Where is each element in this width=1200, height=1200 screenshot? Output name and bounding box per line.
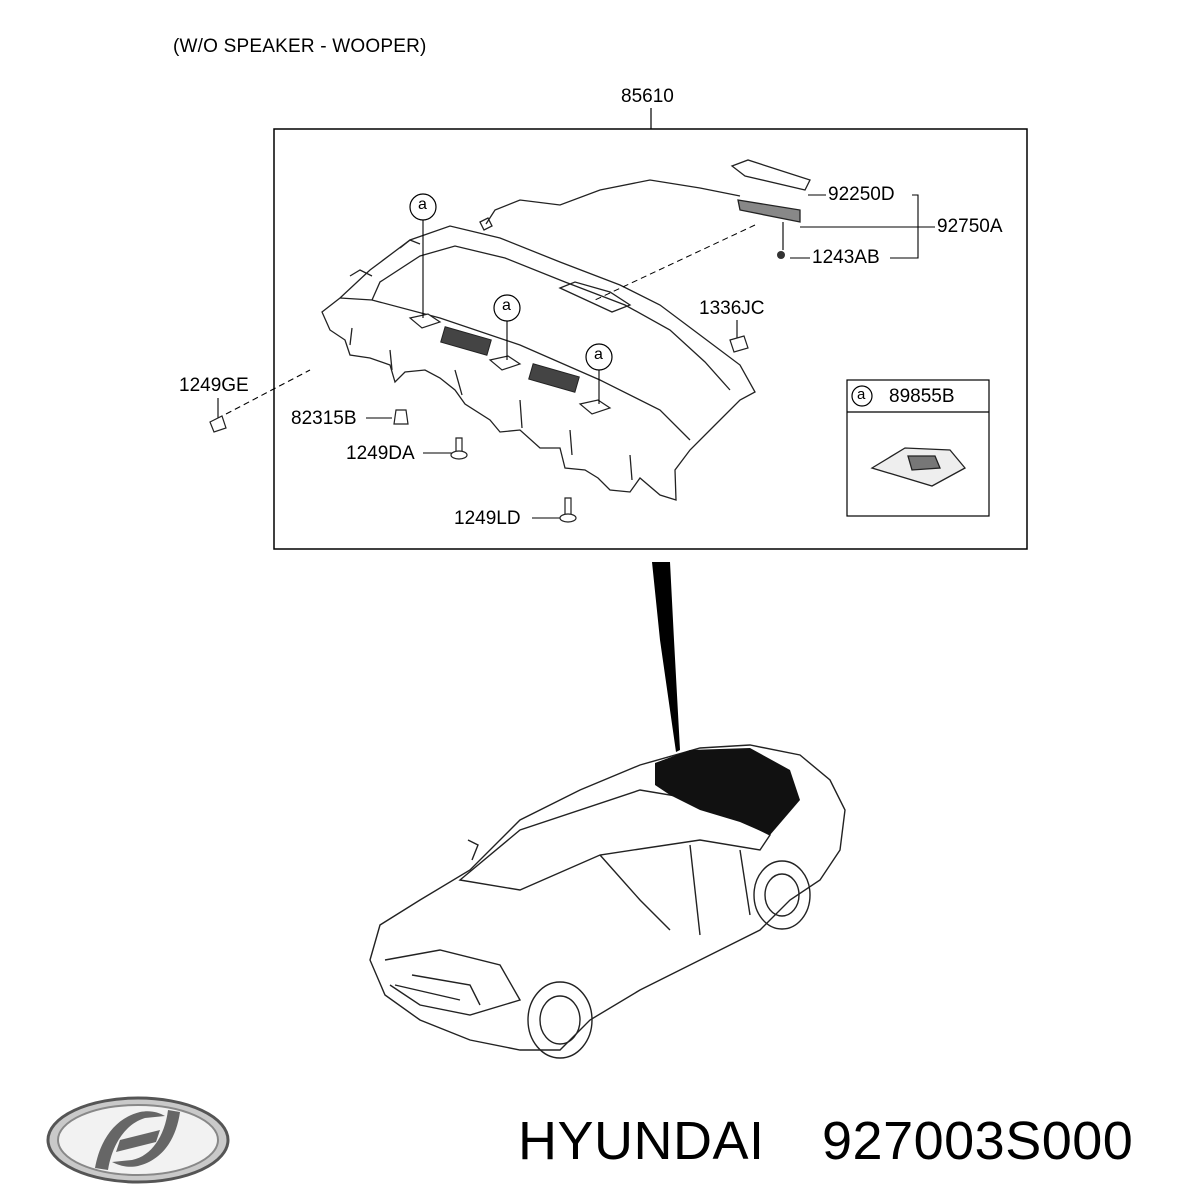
part-label-1249DA: 1249DA <box>346 443 415 464</box>
callout-circles <box>409 193 613 371</box>
callout-letter-2: a <box>502 297 511 314</box>
detail-box-letter: a <box>857 386 866 403</box>
callout-leaders <box>422 220 600 404</box>
detail-box-part-label: 89855B <box>889 386 955 407</box>
fasteners <box>209 335 749 523</box>
highlighted-rear-tray <box>655 748 800 835</box>
package-tray <box>321 225 756 501</box>
callout-letter-1: a <box>418 196 427 213</box>
high-mount-lamp <box>479 159 811 250</box>
callout-letter-3: a <box>594 346 603 363</box>
detail-callout-circle <box>851 385 873 407</box>
screw-1243AB <box>777 251 785 259</box>
part-label-1249LD: 1249LD <box>454 508 521 529</box>
clip-89855B-drawing <box>870 447 967 487</box>
part-label-1336JC: 1336JC <box>699 298 765 319</box>
part-leaders <box>217 194 935 519</box>
pointer-arrow <box>652 562 680 752</box>
diagram-caption: (W/O SPEAKER - WOOPER) <box>173 36 427 57</box>
part-number: 927003S000 <box>822 1111 1134 1171</box>
part-label-1243AB: 1243AB <box>812 247 880 268</box>
part-label-92750A: 92750A <box>937 216 1003 237</box>
clip-slots <box>408 313 612 415</box>
part-label-82315B: 82315B <box>291 408 357 429</box>
lamp-dashed-leader <box>594 224 756 301</box>
brand-name: HYUNDAI <box>518 1111 765 1171</box>
assembly-number-label: 85610 <box>621 86 674 107</box>
speaker-grilles <box>440 326 580 393</box>
part-label-1249GE: 1249GE <box>179 375 249 396</box>
sedan-illustration <box>369 744 846 1059</box>
hyundai-logo <box>46 1096 230 1184</box>
part-label-92250D: 92250D <box>828 184 895 205</box>
